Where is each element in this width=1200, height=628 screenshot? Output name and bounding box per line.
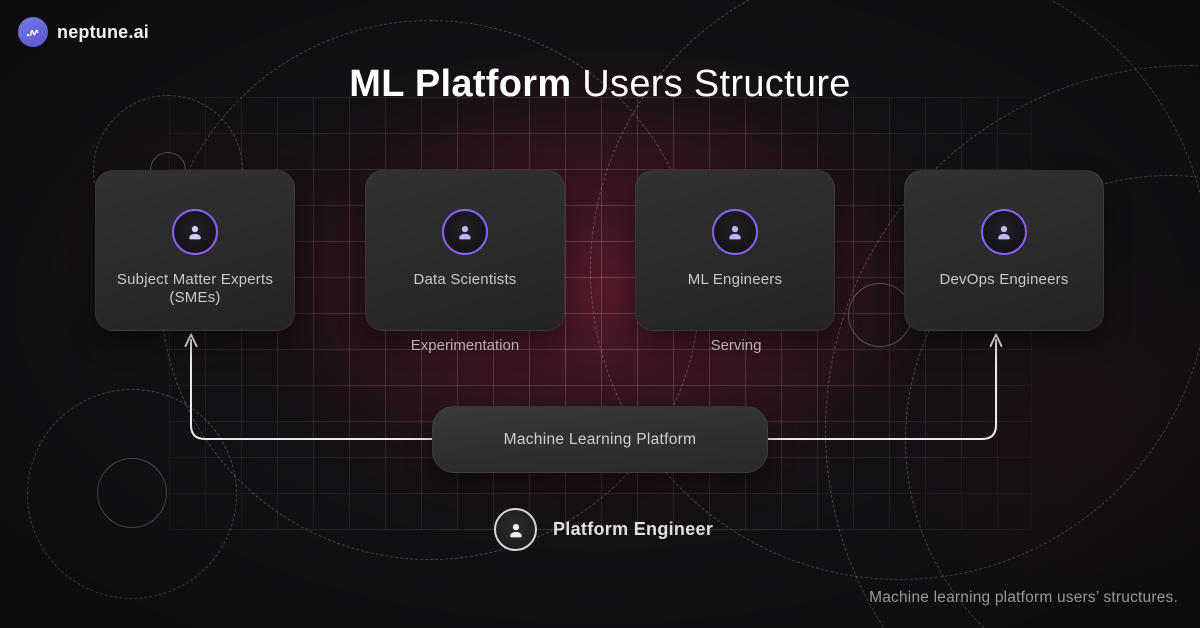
card-label-line: (SMEs) — [169, 289, 221, 306]
platform-engineer-label: Platform Engineer — [553, 519, 714, 539]
card-label: Subject Matter Experts (SMEs) — [117, 271, 273, 307]
user-icon — [712, 209, 758, 255]
card-subject-matter-experts: Subject Matter Experts (SMEs) — [95, 170, 295, 331]
user-icon — [494, 508, 537, 551]
card-label-line: ML Engineers — [687, 271, 783, 288]
machine-learning-platform-box: Machine Learning Platform — [432, 406, 768, 473]
user-icon — [981, 209, 1027, 255]
title-bold: ML Platform — [349, 63, 572, 105]
brand-header: neptune.ai — [18, 17, 149, 47]
caption-text: Machine learning platform users’ structu… — [869, 589, 1178, 606]
user-icon — [172, 209, 218, 255]
page-title: ML Platform Users Structure — [0, 63, 1200, 106]
card-label-line: Data Scientists — [413, 271, 517, 288]
sublabel-serving: Serving — [710, 337, 762, 354]
card-label: DevOps Engineers — [939, 271, 1068, 289]
platform-engineer: Platform Engineer — [494, 508, 713, 551]
sublabel-experimentation: Experimentation — [410, 337, 520, 354]
card-label: ML Engineers — [688, 271, 782, 289]
neptune-logo-icon — [18, 17, 48, 47]
user-icon — [442, 209, 488, 255]
brand-name: neptune.ai — [57, 21, 150, 42]
card-label: Data Scientists — [413, 271, 516, 289]
decorative-circle — [97, 458, 167, 528]
card-ml-engineers: ML Engineers — [635, 170, 835, 331]
title-regular: Users Structure — [582, 63, 851, 105]
decorative-dashed-circle — [27, 389, 237, 599]
card-label-line: Subject Matter Experts — [116, 271, 274, 288]
card-label-line: DevOps Engineers — [939, 271, 1069, 288]
card-data-scientists: Data Scientists — [365, 170, 565, 331]
card-devops-engineers: DevOps Engineers — [904, 170, 1104, 331]
